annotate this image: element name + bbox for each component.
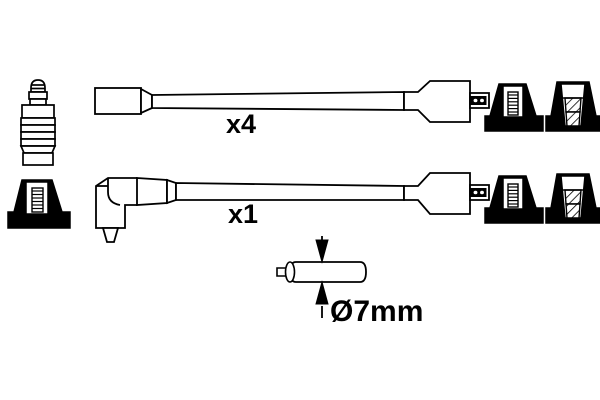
distributor-connector-lower	[403, 172, 490, 215]
spark-plug-cap-section-upper-right	[545, 81, 600, 132]
diameter-label: Ø7mm	[330, 295, 424, 328]
distributor-connector-upper	[403, 80, 490, 123]
spark-plug-cap-section-lower-right	[545, 173, 600, 224]
ribbed-rubber-boot	[19, 79, 57, 166]
right-angle-rubber-boot	[95, 177, 177, 243]
cable-cross-section-detail	[276, 236, 367, 318]
spark-plug-cap-solid-lower-left	[7, 179, 71, 229]
lower-cable-run	[175, 182, 405, 201]
quantity-label-upper: x4	[226, 109, 257, 139]
straight-boot-cable-assembly	[94, 87, 405, 115]
dimension-arrow-upper	[315, 236, 329, 264]
spark-plug-cap-solid-upper-right	[484, 83, 544, 132]
dimension-arrow-lower	[315, 280, 329, 318]
spark-plug-cap-solid-lower-right	[484, 175, 544, 224]
quantity-label-lower: x1	[228, 199, 259, 229]
